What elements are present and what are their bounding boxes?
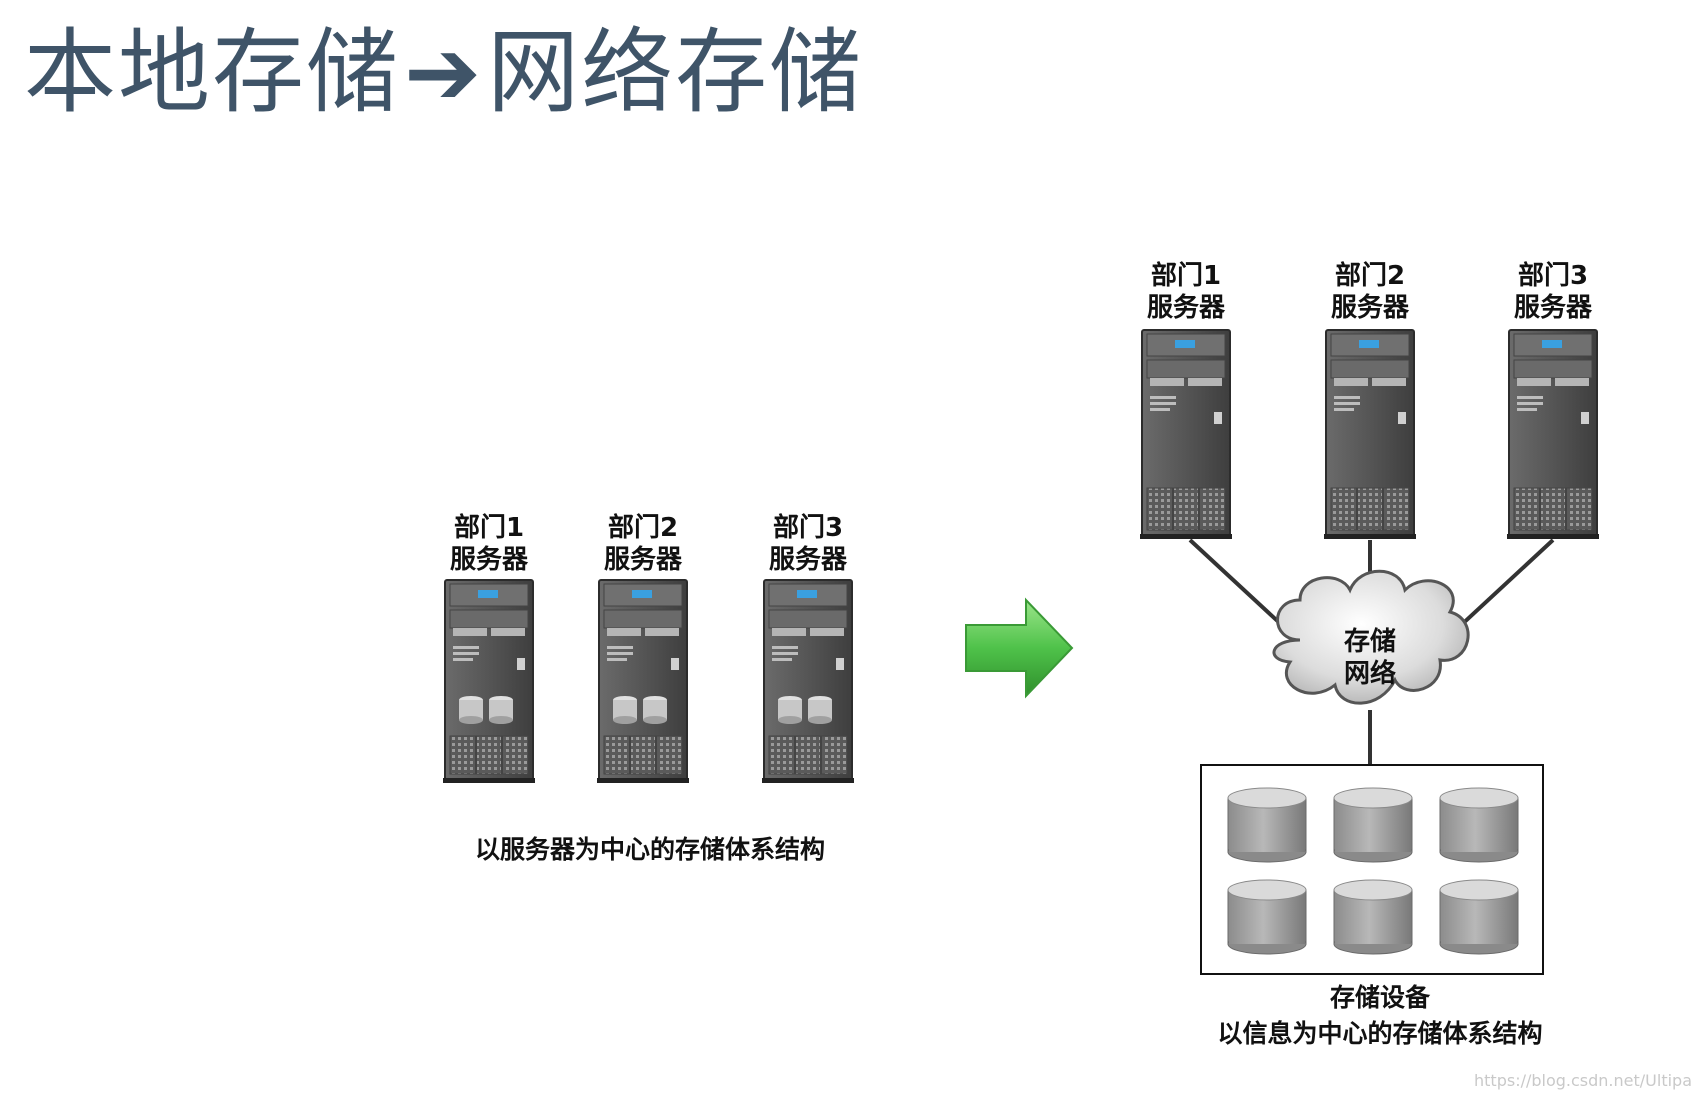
right-server-2-type: 服务器: [1330, 293, 1409, 323]
right-server-1-type: 服务器: [1146, 293, 1225, 323]
storage-device-label: 存储设备: [1329, 983, 1430, 1012]
left-server-3-label: 部门3 服务器: [764, 512, 852, 576]
left-server-1-type: 服务器: [449, 545, 528, 575]
transition-arrow-icon: [965, 597, 1074, 699]
left-server-2-label: 部门2 服务器: [599, 512, 687, 576]
storage-device-box: [1200, 764, 1544, 975]
left-server-1-dept: 部门1: [453, 513, 525, 543]
right-server-1-label: 部门1 服务器: [1142, 260, 1230, 324]
cloud-label: 存储 网络: [1326, 626, 1414, 690]
title-arrow: ➔: [404, 19, 484, 126]
left-server-2-icon: [596, 579, 690, 784]
left-server-3-icon: [761, 579, 855, 784]
left-server-2-dept: 部门2: [607, 513, 679, 543]
right-server-1-icon: [1139, 329, 1233, 540]
title-left: 本地存储: [24, 19, 401, 126]
left-server-2-type: 服务器: [603, 545, 682, 575]
left-server-3-dept: 部门3: [772, 513, 844, 543]
title-right: 网络存储: [487, 19, 864, 126]
watermark: https://blog.csdn.net/Ultipa: [1474, 1071, 1692, 1090]
left-server-1-label: 部门1 服务器: [445, 512, 533, 576]
storage-disk-5-icon: [1333, 879, 1413, 955]
right-server-2-icon: [1323, 329, 1417, 540]
storage-disk-3-icon: [1439, 787, 1519, 863]
page-title: 本地存储➔网络存储: [24, 18, 863, 128]
right-server-2-label: 部门2 服务器: [1326, 260, 1414, 324]
left-server-3-type: 服务器: [768, 545, 847, 575]
left-caption: 以服务器为中心的存储体系结构: [474, 835, 825, 864]
right-server-3-icon: [1506, 329, 1600, 540]
right-server-2-dept: 部门2: [1334, 261, 1406, 291]
right-server-1-dept: 部门1: [1150, 261, 1222, 291]
storage-disk-2-icon: [1333, 787, 1413, 863]
storage-disk-4-icon: [1227, 879, 1307, 955]
left-server-1-icon: [442, 579, 536, 784]
right-server-3-dept: 部门3: [1517, 261, 1589, 291]
cloud-label-line1: 存储: [1343, 627, 1396, 657]
right-server-3-label: 部门3 服务器: [1509, 260, 1597, 324]
storage-disk-6-icon: [1439, 879, 1519, 955]
cloud-label-line2: 网络: [1343, 659, 1396, 689]
storage-disk-1-icon: [1227, 787, 1307, 863]
right-caption: 以信息为中心的存储体系结构: [1217, 1019, 1543, 1048]
storage-network-cloud-icon: [1272, 569, 1470, 705]
right-server-3-type: 服务器: [1513, 293, 1592, 323]
